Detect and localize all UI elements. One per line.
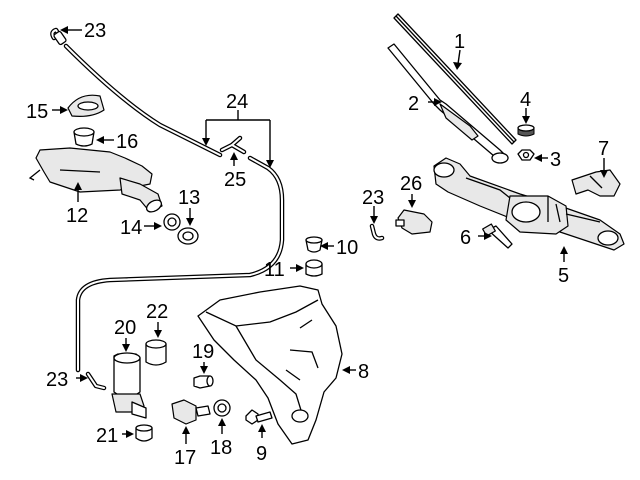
part-23-hose-elbow-pump xyxy=(85,371,107,391)
part-23-hose-elbow-top xyxy=(50,27,67,46)
callout-14: 14 xyxy=(120,217,142,239)
callout-11: 11 xyxy=(264,259,285,281)
callout-24: 24 xyxy=(226,91,248,113)
callout-10: 10 xyxy=(336,237,358,259)
callout-numbers: 23 1 2 4 3 7 24 25 15 16 12 13 14 23 26 … xyxy=(26,20,609,469)
callout-17: 17 xyxy=(174,447,196,469)
part-23-hose-elbow-mid xyxy=(369,223,385,241)
callout-15: 15 xyxy=(26,101,48,123)
part-4-cap xyxy=(517,124,535,137)
callout-2: 2 xyxy=(408,93,419,115)
callout-1: 1 xyxy=(454,31,465,53)
callout-25: 25 xyxy=(224,169,246,191)
part-20-washer-pump xyxy=(111,352,147,419)
part-21-seal xyxy=(135,424,153,442)
callout-7: 7 xyxy=(598,138,609,160)
part-2-wiper-arm xyxy=(387,43,509,164)
part-19-grommet xyxy=(193,375,214,389)
callout-12: 12 xyxy=(66,205,88,227)
callout-23-pump: 23 xyxy=(46,369,68,391)
part-3-nut xyxy=(517,149,535,161)
part-16-grommet xyxy=(73,127,95,147)
callout-18: 18 xyxy=(210,437,232,459)
part-22-pump-grommet xyxy=(145,339,167,366)
part-9-bolt xyxy=(245,409,273,425)
part-11-grommet xyxy=(305,259,323,277)
callout-5: 5 xyxy=(558,265,569,287)
callout-19: 19 xyxy=(192,341,214,363)
callout-6: 6 xyxy=(460,227,471,249)
part-15-nozzle-seal xyxy=(67,94,105,117)
washer-hose-long xyxy=(75,155,285,373)
part-18-grommet xyxy=(213,399,231,417)
callout-8: 8 xyxy=(358,361,369,383)
callout-23-mid: 23 xyxy=(362,187,384,209)
part-14-grommet xyxy=(163,213,181,231)
part-25-y-connector xyxy=(219,135,247,155)
callout-23-top: 23 xyxy=(84,20,106,42)
part-8-washer-reservoir xyxy=(197,285,343,445)
callout-21: 21 xyxy=(96,425,118,447)
part-12-filler-neck xyxy=(28,147,163,213)
leader-lines xyxy=(52,26,608,444)
callout-4: 4 xyxy=(520,89,531,111)
callout-16: 16 xyxy=(116,131,138,153)
part-5-wiper-linkage-motor xyxy=(433,157,625,251)
part-7-bracket xyxy=(571,169,621,197)
callout-26: 26 xyxy=(400,173,422,195)
callout-22: 22 xyxy=(146,301,168,323)
callout-13: 13 xyxy=(178,187,200,209)
callout-3: 3 xyxy=(550,149,561,171)
part-17-level-sensor xyxy=(171,399,211,425)
washer-hose-upper xyxy=(63,43,223,158)
callout-20: 20 xyxy=(114,317,136,339)
part-13-seal-ring xyxy=(177,227,199,245)
part-1-wiper-blade xyxy=(393,13,517,145)
callout-9: 9 xyxy=(256,443,267,465)
part-10-grommet xyxy=(305,236,323,253)
part-26-connector xyxy=(395,209,433,235)
